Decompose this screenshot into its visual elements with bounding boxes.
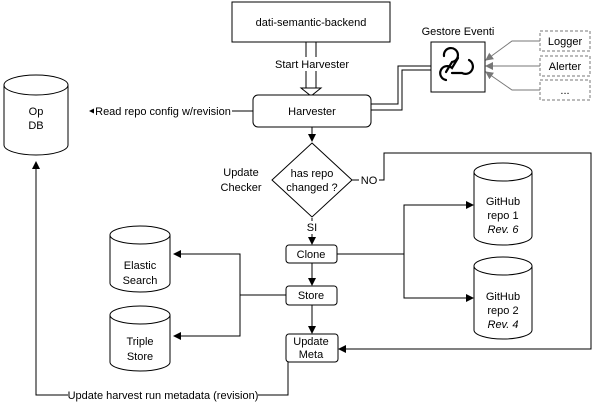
- backend-label: dati-semantic-backend: [256, 17, 367, 29]
- event-manager-label: Gestore Eventi: [422, 26, 495, 38]
- alerter-label: Alerter: [549, 61, 582, 73]
- edge-store-triple: [173, 295, 241, 340]
- backend-node[interactable]: dati-semantic-backend: [231, 1, 391, 43]
- elastic-label-line1: Elastic: [124, 260, 157, 272]
- edge-clone-repo2: [403, 254, 474, 302]
- edge-store-elastic: [173, 250, 286, 296]
- repo1-revision: Rev. 6: [488, 224, 520, 236]
- clone-label: Clone: [297, 249, 326, 261]
- opdb-label-line2: DB: [28, 120, 43, 132]
- elastic-label-line2: Search: [123, 275, 158, 287]
- more-label: ...: [560, 85, 569, 97]
- edge-start-harvester: Start Harvester: [272, 42, 352, 97]
- opdb-node[interactable]: Op DB: [3, 74, 69, 156]
- triple-store-node[interactable]: Triple Store: [109, 305, 171, 372]
- update-meta-node[interactable]: Update Meta: [285, 333, 339, 363]
- github-repo2-node[interactable]: GitHub repo 2 Rev. 4: [473, 256, 533, 340]
- edge-clone-repo1: [337, 201, 474, 255]
- edge-subscribers: [485, 40, 540, 91]
- has-repo-changed-decision[interactable]: has repo changed ?: [271, 142, 353, 218]
- logger-label: Logger: [548, 36, 583, 48]
- event-manager-node[interactable]: Gestore Eventi: [422, 26, 495, 93]
- repo2-revision: Rev. 4: [488, 319, 519, 331]
- harvester-label: Harvester: [288, 106, 336, 118]
- start-harvester-label: Start Harvester: [275, 59, 349, 71]
- si-label: SI: [307, 222, 317, 234]
- alerter-node[interactable]: Alerter: [539, 55, 591, 77]
- update-checker-label-line2: Checker: [221, 182, 262, 194]
- update-checker-label-line1: Update: [223, 167, 258, 179]
- triple-label-line1: Triple: [126, 336, 153, 348]
- edge-harvester-event-manager: [371, 65, 431, 111]
- repo2-label-line2: repo 2: [487, 305, 518, 317]
- logger-node[interactable]: Logger: [539, 30, 591, 52]
- repo1-label-line1: GitHub: [486, 196, 520, 208]
- update-meta-label-line1: Update: [293, 336, 328, 348]
- github-repo1-node[interactable]: GitHub repo 1 Rev. 6: [473, 162, 533, 246]
- update-harvest-metadata-label: Update harvest run metadata (revision): [68, 390, 259, 402]
- read-repo-config-label: Read repo config w/revision: [95, 106, 231, 118]
- more-subscribers-node[interactable]: ...: [539, 79, 591, 101]
- store-node[interactable]: Store: [285, 285, 338, 306]
- opdb-label-line1: Op: [29, 106, 44, 118]
- harvester-node[interactable]: Harvester: [252, 94, 372, 128]
- repo2-label-line1: GitHub: [486, 291, 520, 303]
- clone-node[interactable]: Clone: [285, 244, 338, 264]
- no-label: NO: [361, 175, 378, 187]
- decision-label-line2: changed ?: [286, 182, 337, 194]
- triple-label-line2: Store: [127, 351, 153, 363]
- decision-label-line1: has repo: [291, 168, 334, 180]
- store-label: Store: [298, 290, 324, 302]
- webhook-hub-icon: [439, 47, 474, 82]
- update-meta-label-line2: Meta: [299, 349, 324, 361]
- elastic-search-node[interactable]: Elastic Search: [109, 225, 171, 293]
- repo1-label-line2: repo 1: [487, 210, 518, 222]
